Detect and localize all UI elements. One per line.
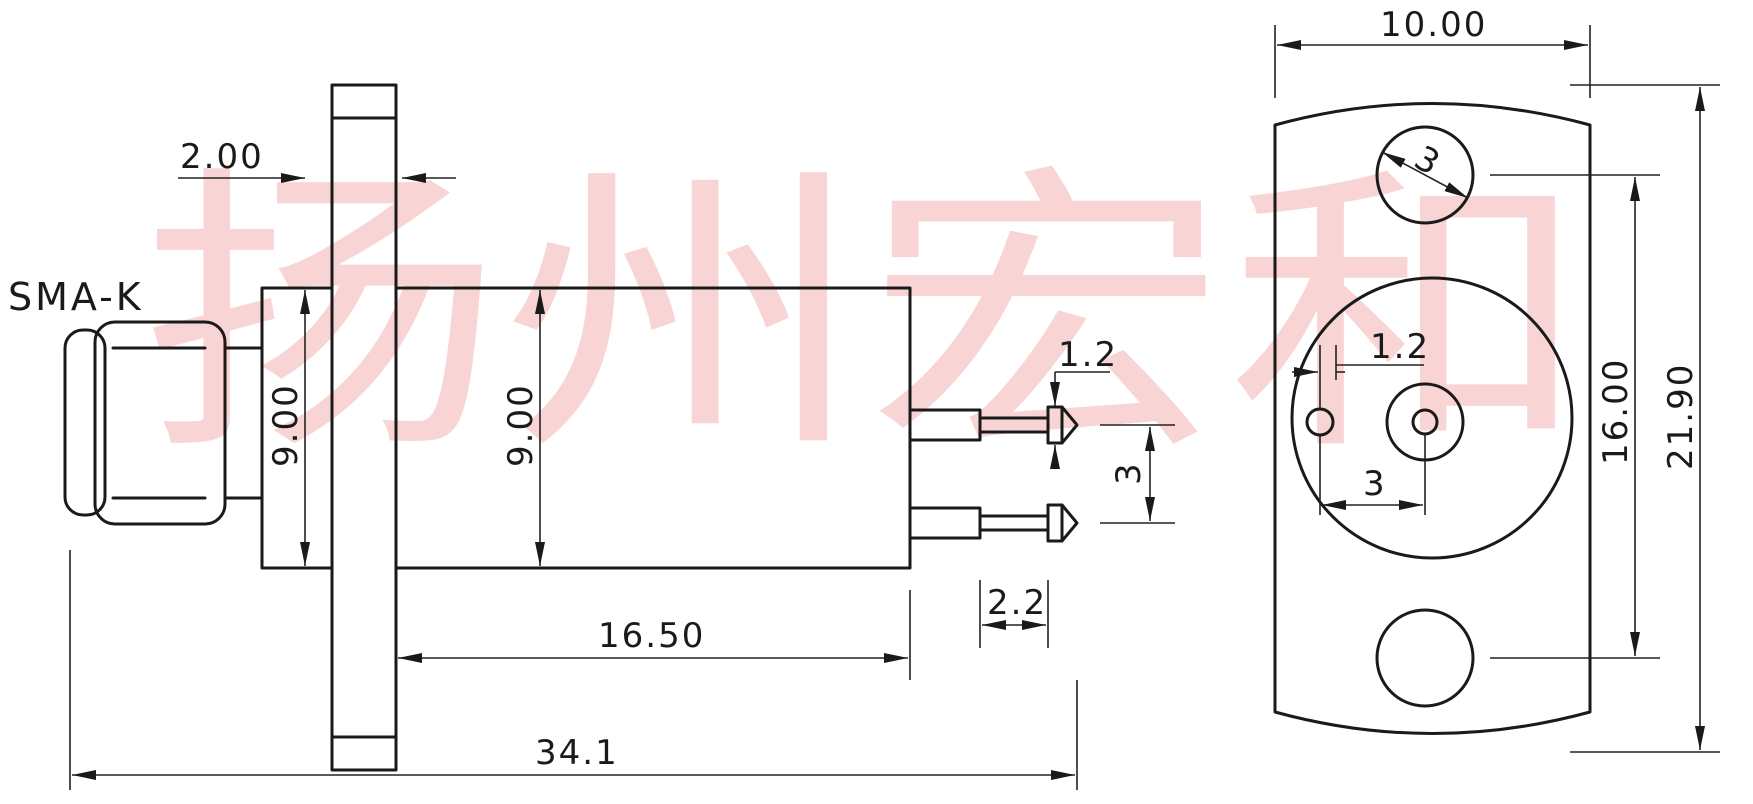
width-label: 10.00	[1380, 5, 1487, 45]
front-pin-spacing-label: 3	[1363, 464, 1387, 504]
pin-upper	[908, 405, 1079, 445]
body-length-label: 16.50	[598, 616, 705, 656]
dim-overall-length: 34.1	[69, 550, 1078, 790]
dim-width: 10.00	[1274, 5, 1591, 98]
dim-height: 21.90	[1570, 84, 1720, 753]
pin-spacing-label: 3	[1109, 461, 1149, 485]
connector-label: SMA-K	[8, 275, 144, 319]
watermark-text: 扬州宏和	[140, 142, 1590, 491]
dim-pin-spacing: 3	[1100, 424, 1175, 524]
pin-lower	[908, 503, 1079, 543]
offset-pin	[1305, 407, 1335, 437]
body-diameter-right-label: 9.00	[501, 383, 541, 467]
dim-front-pin-diameter: 1.2	[1292, 327, 1430, 408]
dim-body-length: 16.50	[398, 590, 911, 680]
flange-thickness-label: 2.00	[180, 137, 264, 177]
side-view: SMA-K 2.00 9.00 9.00 16.50 34.1	[8, 83, 1175, 790]
hole-spacing-label: 16.00	[1596, 358, 1636, 465]
front-view: 10.00 21.90 16.00 3 1.2	[1273, 5, 1720, 753]
front-pin-diameter-label: 1.2	[1370, 327, 1430, 367]
mount-hole-top	[1375, 125, 1475, 225]
height-label: 21.90	[1661, 363, 1701, 470]
sma-connector	[63, 320, 264, 526]
dim-front-pin-spacing: 3	[1319, 435, 1426, 515]
dim-pin-length: 2.2	[979, 580, 1049, 648]
dim-body-diameter-right: 9.00	[501, 290, 545, 566]
body-diameter-left-label: 9.00	[266, 383, 306, 467]
flange-outline	[1273, 102, 1592, 735]
overall-length-label: 34.1	[535, 733, 619, 773]
dim-body-diameter-left: 9.00	[266, 290, 310, 566]
center-pin	[1411, 408, 1439, 436]
main-body-circle	[1290, 276, 1574, 560]
pin-length-label: 2.2	[987, 583, 1047, 623]
dim-flange-thickness: 2.00	[178, 137, 456, 183]
pin-diameter-label: 1.2	[1058, 335, 1118, 375]
dim-pin-diameter: 1.2	[1050, 335, 1118, 469]
dim-hole-spacing: 16.00	[1490, 174, 1660, 659]
mount-hole-bottom	[1375, 608, 1475, 708]
